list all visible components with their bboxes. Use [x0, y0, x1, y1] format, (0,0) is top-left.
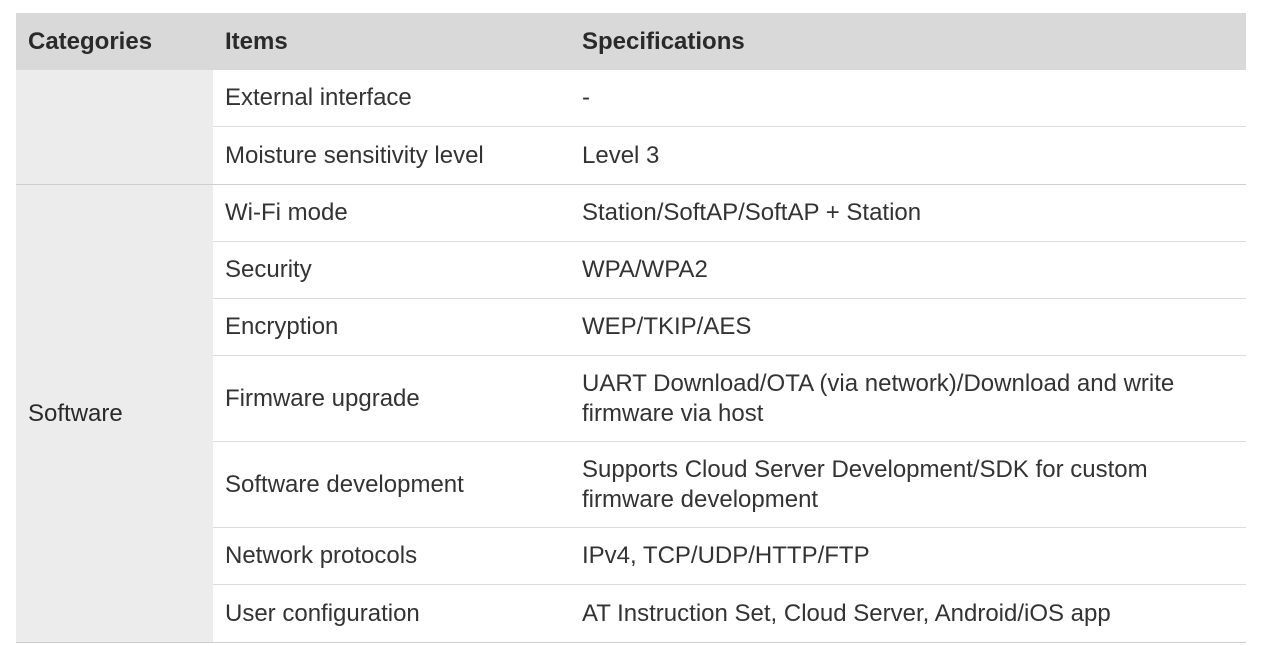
item-cell: Wi-Fi mode: [225, 199, 348, 226]
item-cell: Firmware upgrade: [225, 384, 420, 412]
item-cell: Software development: [225, 470, 464, 498]
spec-cell: AT Instruction Set, Cloud Server, Androi…: [582, 599, 1111, 627]
category-group-software: Software Wi-Fi mode Station/SoftAP/SoftA…: [16, 185, 1246, 643]
table-header: Categories Items Specifications: [16, 13, 1246, 70]
table-row: Security WPA/WPA2: [213, 242, 1246, 299]
table-row: Firmware upgrade UART Download/OTA (via …: [213, 356, 1246, 442]
spec-cell: WPA/WPA2: [582, 256, 708, 283]
item-cell: User configuration: [225, 599, 420, 627]
table-row: Software development Supports Cloud Serv…: [213, 442, 1246, 528]
table-row: External interface -: [213, 70, 1246, 127]
spec-table: Categories Items Specifications External…: [16, 13, 1246, 643]
header-specifications: Specifications: [582, 27, 745, 55]
item-cell: Security: [225, 256, 312, 283]
table-row: Network protocols IPv4, TCP/UDP/HTTP/FTP: [213, 528, 1246, 585]
spec-cell: IPv4, TCP/UDP/HTTP/FTP: [582, 542, 870, 569]
spec-cell: Supports Cloud Server Development/SDK fo…: [582, 455, 1148, 513]
category-group: External interface - Moisture sensitivit…: [16, 70, 1246, 185]
spec-cell: WEP/TKIP/AES: [582, 313, 752, 340]
table-row: Wi-Fi mode Station/SoftAP/SoftAP + Stati…: [213, 185, 1246, 242]
item-cell: Encryption: [225, 313, 339, 340]
spec-cell: Station/SoftAP/SoftAP + Station: [582, 199, 922, 226]
table-row: Moisture sensitivity level Level 3: [213, 127, 1246, 184]
spec-cell: Level 3: [582, 141, 660, 169]
category-cell: [16, 70, 213, 184]
spec-cell: -: [582, 84, 590, 111]
item-cell: External interface: [225, 84, 412, 111]
category-cell: Software: [16, 185, 213, 642]
item-cell: Network protocols: [225, 542, 418, 569]
item-cell: Moisture sensitivity level: [225, 141, 484, 169]
header-items: Items: [225, 27, 288, 55]
header-categories: Categories: [28, 27, 153, 55]
spec-cell: UART Download/OTA (via network)/Download…: [582, 369, 1175, 427]
table-row: User configuration AT Instruction Set, C…: [213, 585, 1246, 642]
table-row: Encryption WEP/TKIP/AES: [213, 299, 1246, 356]
